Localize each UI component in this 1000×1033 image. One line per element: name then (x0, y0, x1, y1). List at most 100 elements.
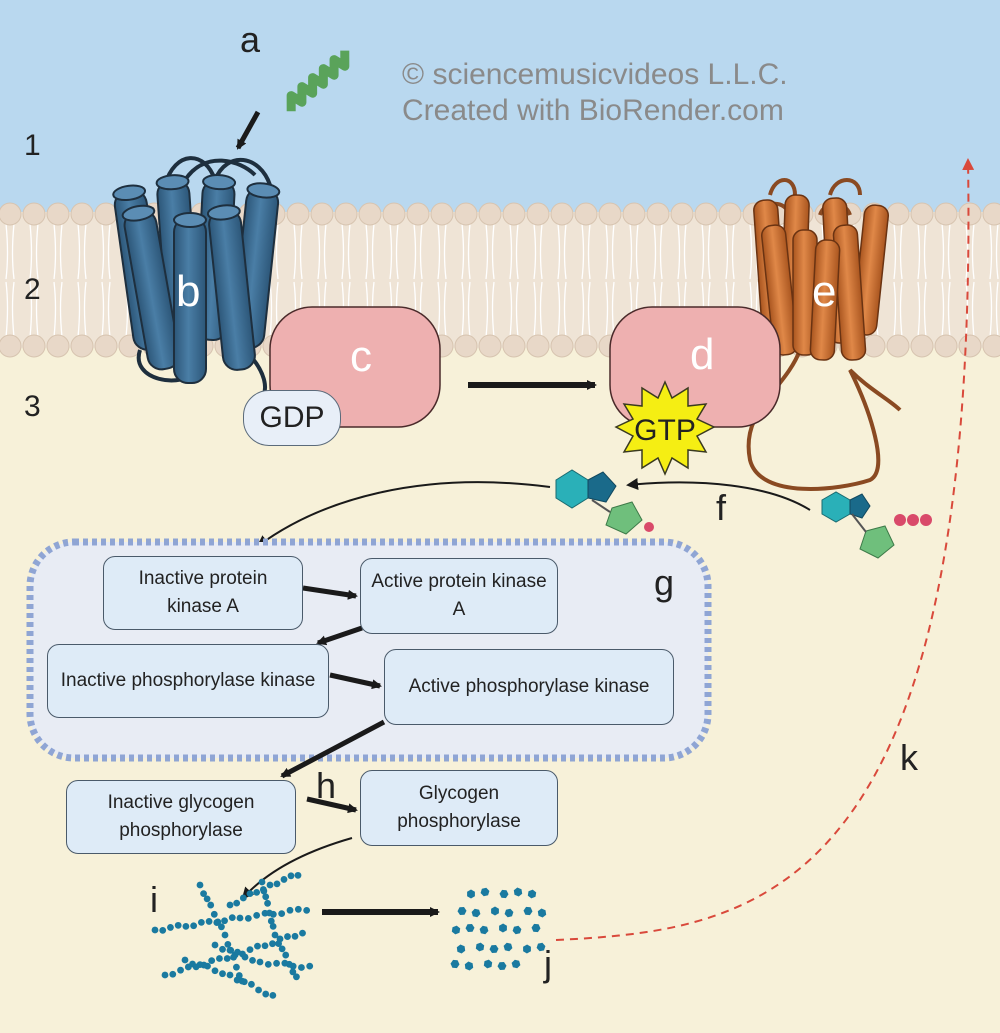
glucose-unit (177, 966, 184, 974)
lipid-tail (101, 281, 111, 338)
glucose-molecule (480, 887, 490, 897)
lipid-tail (77, 281, 87, 338)
gdp-label: GDP (243, 390, 341, 446)
glucose-unit (256, 958, 264, 966)
lipid-tail (437, 281, 447, 338)
lipid-head (958, 202, 982, 226)
camp-formation-arrow (626, 478, 811, 511)
lipid-tail (725, 223, 735, 280)
label-b: b (176, 267, 201, 316)
lipid-tail (941, 281, 951, 338)
lipid-head (382, 202, 406, 226)
glucose-molecule (531, 923, 541, 933)
lipid-head (862, 334, 886, 358)
label-h: h (316, 765, 337, 806)
lipid-head (478, 334, 502, 358)
lipid-head (0, 334, 22, 358)
lipid-head (22, 334, 46, 358)
glucose-molecule (479, 925, 489, 935)
glucose-unit (255, 986, 262, 994)
region-label-2: 2 (24, 273, 41, 306)
glucose-unit (228, 914, 236, 922)
glucose-unit (246, 946, 254, 954)
glucose-unit (161, 971, 169, 979)
glucose-unit (196, 961, 204, 969)
ligand-binding-arrow (235, 110, 261, 150)
glucose-molecule (499, 889, 509, 899)
glucose-unit (249, 956, 256, 964)
glucose-unit (253, 889, 261, 896)
lipid-tail (653, 223, 663, 280)
pka-to-phk-arrow (316, 625, 363, 646)
glucose-unit (267, 917, 275, 925)
glucose-molecule (511, 959, 521, 969)
lipid-tail (941, 223, 951, 280)
glucose-unit (248, 980, 255, 988)
lipid-tail (29, 223, 39, 280)
gp-to-glycogen-arrow (241, 837, 353, 900)
glucose-unit (226, 946, 234, 954)
glucose-unit (244, 914, 252, 922)
lipid-tail (53, 223, 63, 280)
glucose-molecule (513, 887, 523, 897)
inactive-glycogen-phosphorylase-box: Inactive glycogen phosphorylase (66, 780, 296, 854)
glucose-unit (236, 914, 244, 922)
lipid-head (646, 202, 670, 226)
lipid-head (982, 334, 1000, 358)
glucose-unit (269, 991, 277, 999)
glucose-molecule (512, 925, 522, 935)
glucose-molecule (456, 944, 466, 954)
glucose-export-arrow-k (555, 158, 975, 941)
receptor-b (112, 156, 281, 402)
lipid-head (94, 202, 118, 226)
glucose-unit (306, 962, 314, 970)
lipid-tail (461, 223, 471, 280)
glucose-unit (278, 910, 286, 918)
glucose-unit (294, 905, 302, 913)
glucose-unit (174, 921, 182, 929)
glucose-molecule (467, 889, 475, 899)
glucose-unit (273, 880, 281, 888)
glucose-unit (233, 963, 240, 971)
glucose-unit (291, 932, 299, 940)
glycogen-i (151, 871, 314, 999)
glucose-unit (269, 922, 277, 930)
gtp-star (614, 380, 716, 476)
glucose-molecule (497, 962, 507, 970)
glucose-molecule (489, 945, 499, 953)
glucose-unit (282, 951, 290, 959)
lipid-head (70, 202, 94, 226)
glucose-molecule (523, 944, 531, 954)
glucose-unit (293, 973, 300, 981)
lipid-head (574, 202, 598, 226)
lipid-head (910, 334, 934, 358)
glucose-unit (214, 918, 222, 926)
label-f: f (716, 487, 727, 528)
glucose-unit (264, 960, 272, 968)
lipid-tail (485, 281, 495, 338)
camp-molecule (555, 469, 654, 535)
glucose-unit (197, 919, 205, 926)
glucose-unit (151, 926, 159, 934)
glucose-unit (289, 968, 297, 976)
glucose-unit (287, 872, 295, 880)
lipid-tail (557, 223, 567, 280)
glucose-unit (303, 906, 311, 914)
lipid-tail (341, 223, 351, 280)
lipid-tail (581, 281, 591, 338)
lipid-head (622, 202, 646, 226)
glucose-unit (205, 918, 213, 925)
glucose-unit (271, 931, 279, 939)
label-e: e (812, 267, 837, 316)
gtp-label: GTP (634, 414, 696, 447)
lipid-head (430, 202, 454, 226)
label-a: a (240, 19, 261, 60)
glucose-unit (262, 990, 270, 998)
lipid-tail (461, 281, 471, 338)
watermark-line-2: Created with BioRender.com (402, 94, 784, 127)
lipid-tail (701, 223, 711, 280)
lipid-head (454, 334, 478, 358)
phk-to-gp-arrow (280, 719, 386, 779)
active-phosphorylase-kinase-box: Active phosphorylase kinase (384, 649, 674, 725)
